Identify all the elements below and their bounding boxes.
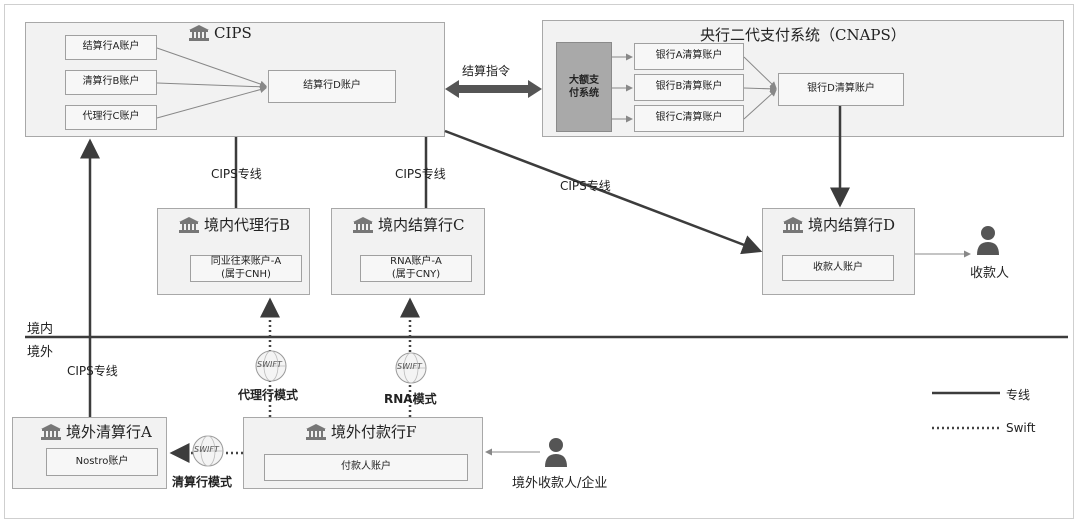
- cips-line-label: CIPS专线: [560, 179, 611, 193]
- overseas-clearing-a-title-text: 境外清算行A: [66, 423, 152, 441]
- cnaps-account-d: 银行D清算账户: [778, 73, 904, 106]
- overseas-payee-label: 境外收款人/企业: [512, 476, 608, 491]
- settle-bank-c-title-text: 境内结算行C: [378, 216, 465, 234]
- cnaps-title: 央行二代支付系统（CNAPS）: [700, 26, 906, 44]
- cips-account-d: 结算行D账户: [268, 70, 396, 103]
- person-icon: [545, 438, 567, 467]
- swift-badge-text: SWIFT: [194, 445, 219, 454]
- settlement-double-arrow: [445, 80, 542, 98]
- agent-bank-b-title: 境内代理行B: [178, 214, 290, 235]
- settle-bank-d-title-text: 境内结算行D: [808, 216, 896, 234]
- settle-bank-c-account: RNA账户-A (属于CNY): [360, 255, 472, 282]
- cips-line-label: CIPS专线: [67, 364, 118, 378]
- arrow-cnaps-c-to-d: [743, 89, 777, 120]
- cips-title-text: CIPS: [214, 24, 252, 42]
- overseas-payer-f-account: 付款人账户: [264, 454, 468, 481]
- bank-icon: [189, 25, 209, 41]
- overseas-payer-f-title: 境外付款行F: [305, 421, 416, 442]
- arrow-cips-c-to-d: [156, 86, 267, 119]
- agent-bank-b-title-text: 境内代理行B: [204, 216, 291, 234]
- cnaps-account-a: 银行A清算账户: [634, 43, 744, 70]
- cips-line-label: CIPS专线: [211, 167, 262, 181]
- settlement-instruction-label: 结算指令: [462, 64, 511, 78]
- overseas-clearing-a-title: 境外清算行A: [40, 421, 152, 442]
- person-icon: [977, 226, 999, 255]
- swift-badge-text: SWIFT: [257, 360, 282, 369]
- swift-badge-icon: [395, 352, 427, 384]
- swift-badge-text: SWIFT: [397, 362, 422, 371]
- legend-dotted-label: Swift: [1006, 421, 1036, 435]
- domestic-label: 境内: [27, 322, 54, 337]
- cips-account-c: 代理行C账户: [65, 105, 157, 130]
- cnaps-account-c: 银行C清算账户: [634, 105, 744, 132]
- settle-bank-d-title: 境内结算行D: [782, 214, 895, 235]
- arrow-cnaps-a-to-d: [743, 56, 777, 89]
- diagram-frame: [4, 4, 1074, 519]
- settle-bank-d-account: 收款人账户: [782, 255, 894, 281]
- bank-icon: [306, 423, 326, 440]
- arrow-cnaps-b-to-d: [743, 85, 777, 93]
- cnaps-account-b: 银行B清算账户: [634, 74, 744, 101]
- cips-title: CIPS: [188, 24, 252, 42]
- clearing-mode-label: 清算行模式: [172, 475, 233, 489]
- overseas-label: 境外: [27, 345, 54, 360]
- overseas-payer-f-title-text: 境外付款行F: [331, 423, 417, 441]
- bank-icon: [41, 423, 61, 440]
- swift-badge-icon: [192, 435, 224, 467]
- rna-mode-label: RNA模式: [384, 392, 437, 406]
- bank-icon: [353, 216, 373, 233]
- agent-bank-b-account: 同业往来账户-A (属于CNH): [190, 255, 302, 282]
- swift-badge-icon: [255, 350, 287, 382]
- overseas-clearing-a-account: Nostro账户: [46, 448, 158, 476]
- cips-account-a: 结算行A账户: [65, 35, 157, 60]
- cips-line-label: CIPS专线: [395, 167, 446, 181]
- line-cips-to-d: [444, 129, 763, 255]
- bank-icon: [179, 216, 199, 233]
- legend-solid-label: 专线: [1006, 388, 1031, 402]
- arrow-cips-a-to-d: [156, 47, 267, 88]
- hvps-box: 大额支 付系统: [556, 42, 612, 132]
- settle-bank-c-title: 境内结算行C: [352, 214, 464, 235]
- arrow-cips-b-to-d: [156, 82, 267, 91]
- bank-icon: [783, 216, 803, 233]
- payee-label: 收款人: [970, 266, 1010, 281]
- cips-account-b: 清算行B账户: [65, 70, 157, 95]
- agent-mode-label: 代理行模式: [238, 388, 299, 402]
